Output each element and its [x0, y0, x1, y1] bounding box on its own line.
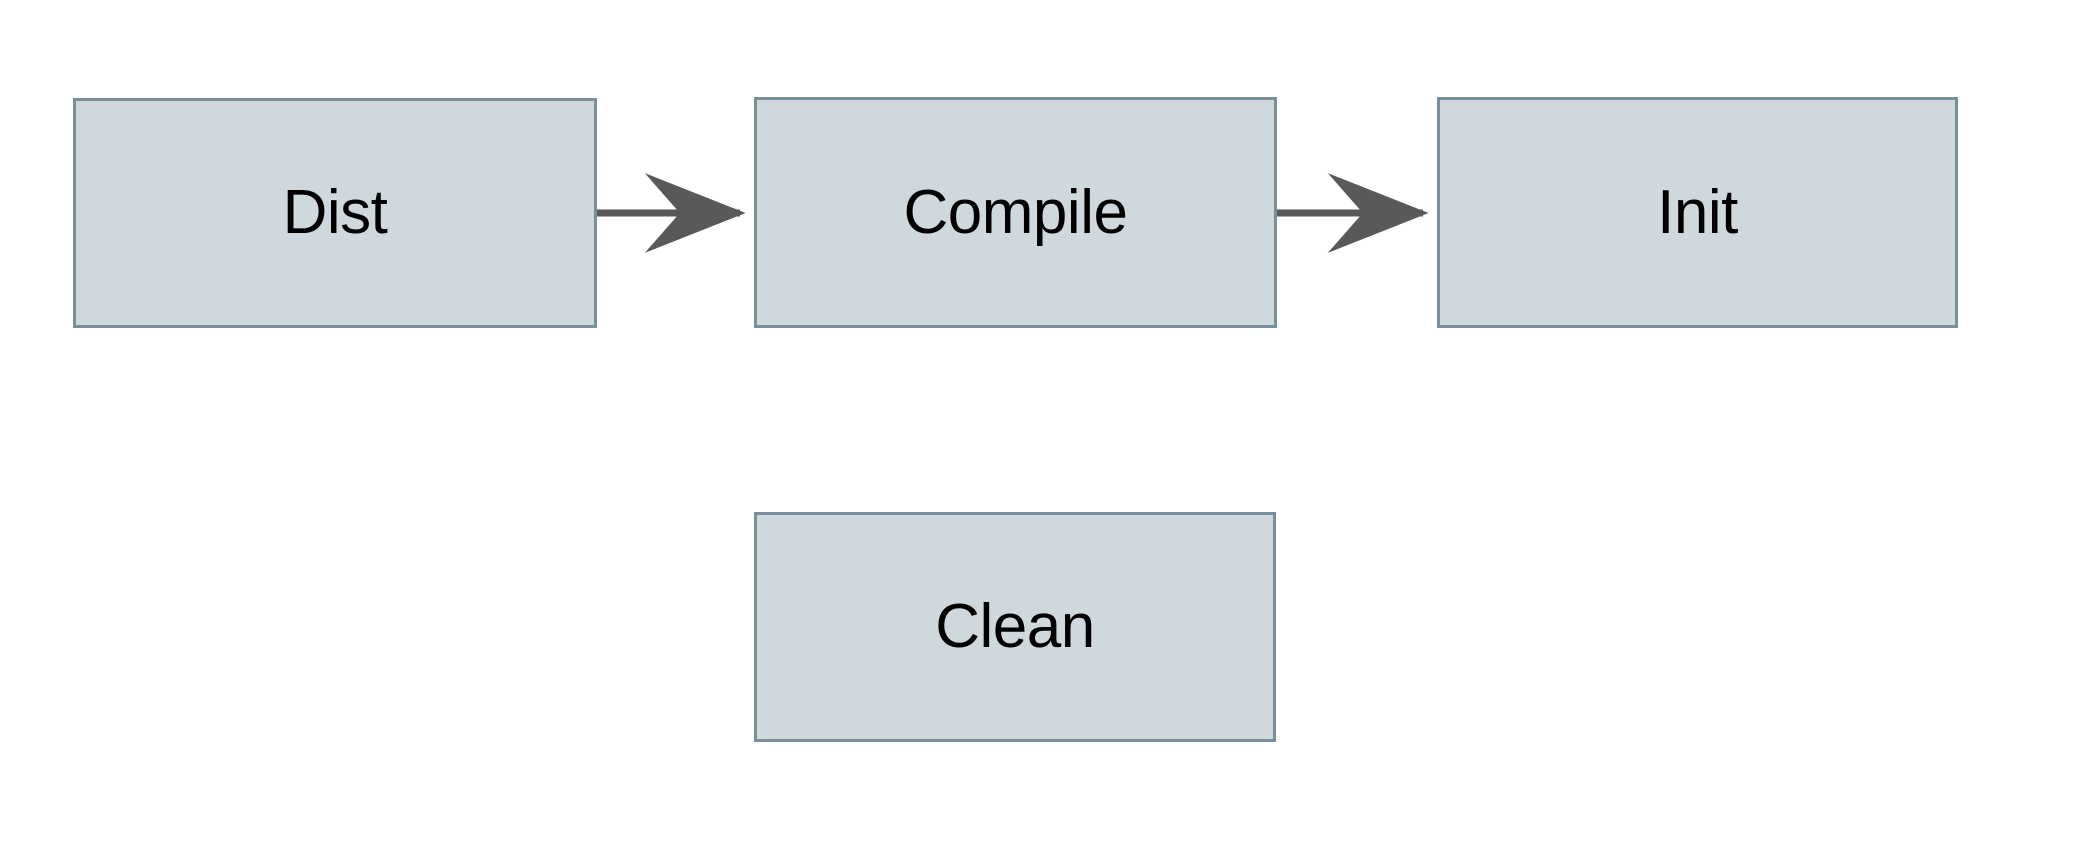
node-dist-label: Dist: [282, 178, 388, 247]
node-compile[interactable]: Compile: [754, 97, 1277, 328]
node-clean[interactable]: Clean: [754, 512, 1276, 742]
node-init-label: Init: [1657, 177, 1738, 247]
node-init[interactable]: Init: [1437, 97, 1958, 328]
node-clean-label: Clean: [935, 592, 1095, 661]
node-dist[interactable]: Dist: [73, 98, 597, 328]
node-compile-label: Compile: [903, 177, 1128, 247]
